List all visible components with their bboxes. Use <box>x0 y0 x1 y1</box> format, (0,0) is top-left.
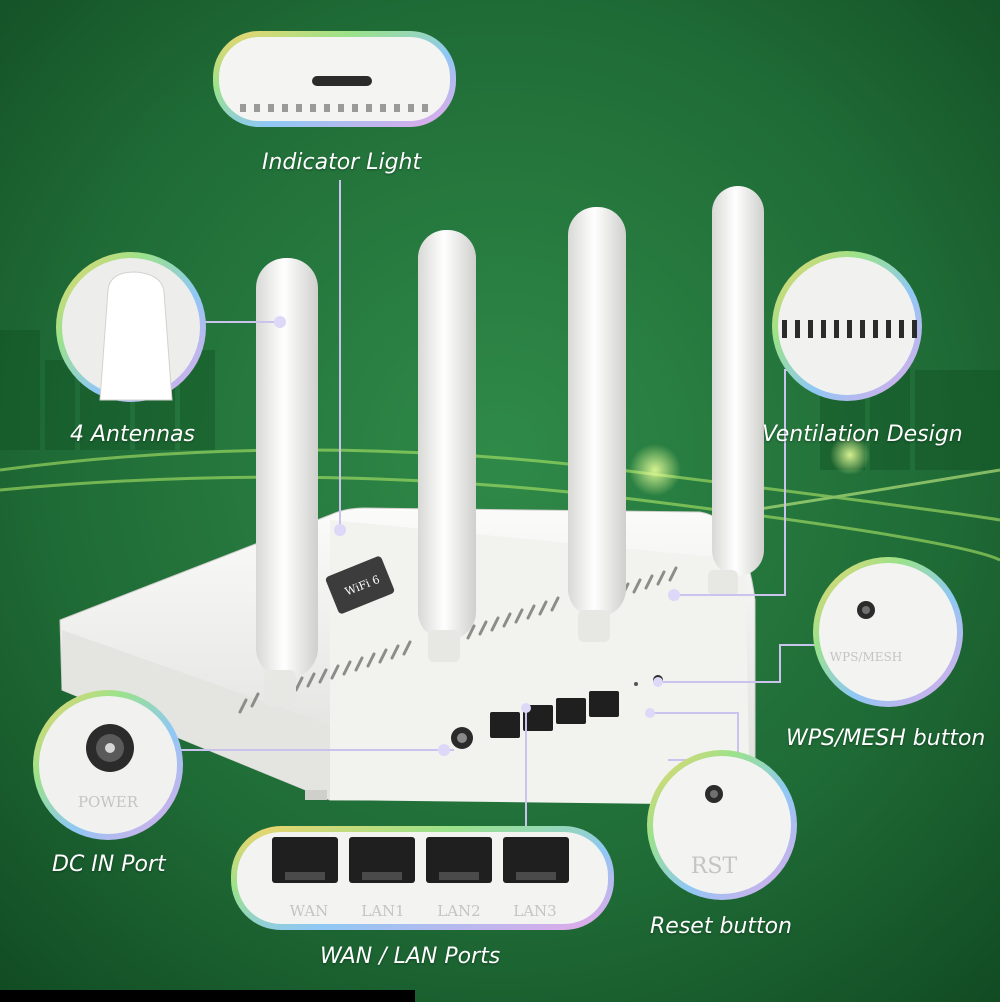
callout-indicator-light <box>213 31 456 127</box>
callout-antenna <box>56 252 206 402</box>
callout-lines <box>175 180 838 830</box>
label-ventilation: Ventilation Design <box>762 422 963 447</box>
antenna-2 <box>418 230 476 662</box>
label-indicator-light: Indicator Light <box>262 150 422 175</box>
callout-dots <box>274 316 680 756</box>
label-wps-mesh-button: WPS/MESH button <box>786 726 986 751</box>
device-print-lan1: LAN1 <box>361 902 404 920</box>
device-print-lan3: LAN3 <box>513 902 556 920</box>
device-print-wps: WPS/MESH <box>830 650 902 664</box>
antenna-4 <box>708 186 764 596</box>
callout-dc-in <box>33 690 183 840</box>
label-reset-button: Reset button <box>650 914 793 939</box>
label-antennas: 4 Antennas <box>70 422 195 447</box>
label-dc-in-port: DC IN Port <box>52 852 166 877</box>
device-print-lan2: LAN2 <box>437 902 480 920</box>
device-print-power: POWER <box>78 793 139 811</box>
callout-ventilation <box>772 251 922 401</box>
callout-wps-mesh <box>813 557 963 707</box>
callout-ports <box>231 826 614 930</box>
device-print-rst: RST <box>691 854 738 879</box>
label-wan-lan-ports: WAN / LAN Ports <box>320 944 501 969</box>
callout-reset <box>647 750 797 900</box>
antenna-1 <box>256 258 318 706</box>
router <box>59 186 764 805</box>
antenna-3 <box>568 207 626 642</box>
device-print-wan: WAN <box>290 902 329 920</box>
